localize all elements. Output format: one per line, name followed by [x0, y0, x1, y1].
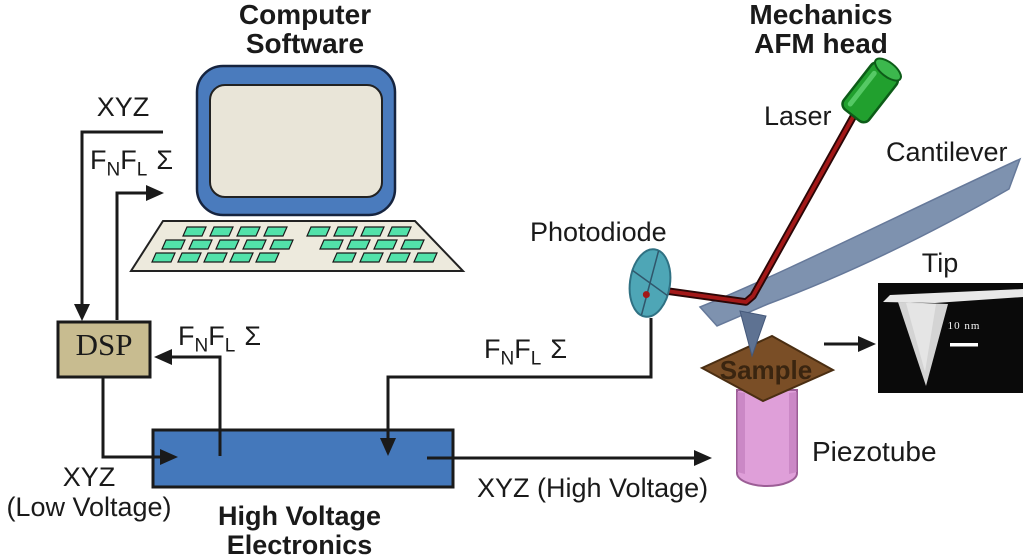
sem-scale-bar	[950, 343, 978, 347]
arrow-into-dsp-top	[74, 304, 90, 321]
tip-label: Tip	[921, 248, 959, 278]
xyz-label: XYZ	[96, 92, 150, 122]
computer-monitor	[195, 64, 397, 217]
cantilever-shape	[698, 157, 1022, 358]
arrow-into-hv-top	[380, 438, 396, 456]
cantilever-tip	[739, 310, 767, 358]
sem-scale-label: 10 nm	[947, 320, 981, 332]
photodiode-label: Photodiode	[530, 217, 667, 247]
arrowheads	[74, 185, 876, 466]
signal-lines	[80, 130, 858, 460]
piezotube-shape	[736, 389, 798, 487]
line-xyz-computer-to-dsp	[80, 130, 163, 306]
arrow-into-hv-left	[160, 449, 178, 465]
arrow-to-tip-image	[858, 336, 876, 352]
dsp-label: DSP	[75, 327, 133, 362]
xyz-low-voltage-label: XYZ (Low Voltage)	[6, 462, 172, 522]
high-voltage-box	[151, 428, 455, 489]
laser-beam	[666, 99, 866, 306]
line-fnfl-dsp-to-computer	[115, 191, 146, 320]
piezotube-label: Piezotube	[812, 436, 937, 467]
mechanics-afm-head-label: Mechanics AFM head	[749, 0, 893, 60]
high-voltage-electronics-label: High Voltage Electronics	[217, 501, 381, 559]
cantilever-label: Cantilever	[886, 137, 1008, 167]
photodiode-shape	[628, 248, 672, 318]
line-xyz-dsp-to-hv	[101, 377, 160, 459]
arrow-to-computer	[146, 185, 164, 201]
laser-label: Laser	[764, 101, 832, 131]
sample-shape	[699, 334, 836, 403]
line-fnfl-photodiode-to-hv	[386, 318, 653, 438]
tip-sem-image	[878, 283, 1023, 393]
computer-software-label: Computer Software	[238, 0, 372, 60]
computer-keyboard	[129, 220, 466, 272]
arrow-into-dsp-right	[154, 349, 172, 365]
laser-diode	[841, 57, 902, 124]
keyboard-keys	[151, 226, 438, 263]
xyz-high-voltage-label: XYZ (High Voltage)	[477, 473, 709, 503]
monitor-screen	[209, 84, 383, 198]
arrow-to-piezotube	[694, 450, 712, 466]
line-fnfl-hv-to-dsp	[172, 355, 222, 456]
sample-label: Sample	[719, 355, 813, 385]
